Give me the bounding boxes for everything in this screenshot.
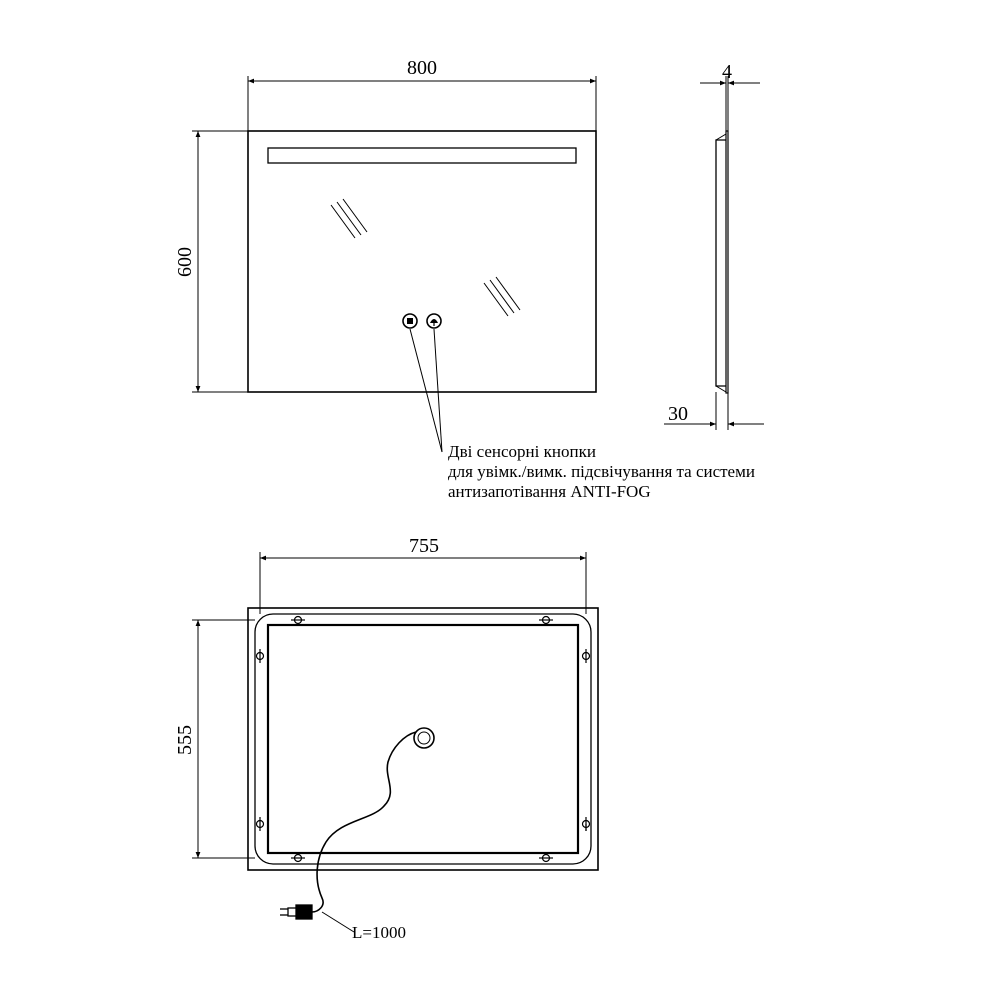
- dimension-front-width: [247, 76, 597, 131]
- hole-left-upper: [255, 649, 265, 663]
- hole-top-right: [539, 615, 553, 625]
- side-view: 4 30: [664, 61, 764, 430]
- back-width-label: 755: [409, 535, 439, 557]
- touch-note-line-3: антизапотівання ANTI-FOG: [448, 482, 651, 501]
- dimension-back-width: [259, 552, 587, 614]
- dimension-back-height: [192, 619, 255, 859]
- reflection-marks-upper: [330, 198, 368, 239]
- dimension-front-height: [192, 130, 248, 393]
- side-glass: [725, 130, 729, 394]
- hole-right-upper: [581, 649, 591, 663]
- cable-leader: [321, 911, 355, 933]
- front-view: 800 600 Дві сенсорні кнопки для увімк./в…: [174, 57, 755, 501]
- led-strip: [267, 147, 577, 164]
- hole-right-lower: [581, 817, 591, 831]
- mounting-holes: [255, 615, 591, 863]
- mirror-front-outline: [247, 130, 597, 393]
- touch-note-line-2: для увімк./вимк. підсвічування та систем…: [448, 462, 755, 481]
- front-width-label: 800: [407, 57, 437, 79]
- back-view: L=1000 755 555: [174, 535, 599, 942]
- touch-note-leaders: [409, 328, 443, 453]
- side-thickness-label: 4: [722, 61, 732, 83]
- touch-button-light: [402, 313, 418, 329]
- reflection-marks-lower: [483, 276, 521, 317]
- hole-bottom-left: [291, 853, 305, 863]
- power-plug: [280, 904, 313, 920]
- side-frame: [715, 139, 726, 387]
- cable-length-label: L=1000: [352, 923, 406, 942]
- back-panel: [266, 623, 580, 855]
- power-cable: [311, 731, 417, 913]
- hole-bottom-right: [539, 853, 553, 863]
- dimension-side-thickness: [700, 76, 760, 131]
- mirror-back-outline: [247, 607, 599, 871]
- cable-grommet: [413, 727, 435, 749]
- touch-note-line-1: Дві сенсорні кнопки: [448, 442, 596, 461]
- side-depth-label: 30: [668, 403, 688, 425]
- dimension-side-depth: [664, 392, 764, 430]
- back-height-label: 555: [174, 725, 196, 755]
- hole-left-lower: [255, 817, 265, 831]
- hole-top-left: [291, 615, 305, 625]
- back-frame: [254, 613, 592, 865]
- touch-button-antifog: [426, 313, 442, 329]
- front-height-label: 600: [174, 247, 196, 277]
